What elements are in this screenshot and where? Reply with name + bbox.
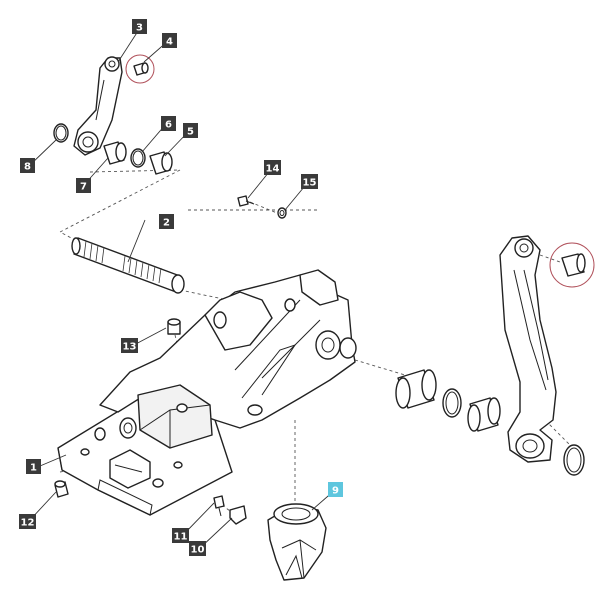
callout-6[interactable]: 6 <box>161 116 176 131</box>
lift-cover-housing <box>57 269 357 516</box>
callout-3[interactable]: 3 <box>132 19 147 34</box>
callout-7-label: 7 <box>80 182 87 193</box>
callout-8-label: 8 <box>24 162 31 173</box>
callout-8[interactable]: 8 <box>20 158 35 173</box>
bush-right-outer <box>395 369 437 409</box>
callout-4-label: 4 <box>166 37 173 48</box>
lift-arm-small <box>73 56 123 156</box>
lift-arm-large <box>499 235 557 463</box>
callout-15[interactable]: 15 <box>301 174 318 189</box>
plug-12 <box>54 480 69 498</box>
callout-9[interactable]: 9 <box>328 482 343 497</box>
callout-10-label: 10 <box>191 545 205 556</box>
callout-12[interactable]: 12 <box>19 514 36 529</box>
washer-15 <box>277 207 287 219</box>
bush-5 <box>149 151 173 175</box>
callout-1[interactable]: 1 <box>26 459 41 474</box>
seal-ring-right-1 <box>442 388 462 418</box>
callout-15-label: 15 <box>303 178 317 189</box>
callout-14[interactable]: 14 <box>264 160 281 175</box>
callout-4[interactable]: 4 <box>162 33 177 48</box>
callout-7[interactable]: 7 <box>76 178 91 193</box>
callout-2[interactable]: 2 <box>159 214 174 229</box>
bush-right-inner <box>467 397 501 432</box>
bush-7 <box>103 141 127 165</box>
callout-9-label: 9 <box>332 486 339 497</box>
bush-large <box>549 242 595 288</box>
cam-part-9 <box>267 503 327 581</box>
callout-12-label: 12 <box>21 518 35 529</box>
callout-10[interactable]: 10 <box>189 541 206 556</box>
callout-14-label: 14 <box>266 164 280 175</box>
callout-5[interactable]: 5 <box>183 123 198 138</box>
callout-6-label: 6 <box>165 120 172 131</box>
seal-ring-6 <box>130 148 146 168</box>
seal-ring-right-2 <box>563 444 585 476</box>
clip-10 <box>229 505 247 525</box>
bush-small <box>125 54 155 84</box>
callout-11[interactable]: 11 <box>172 528 189 543</box>
seal-ring-8 <box>53 123 69 143</box>
bolt-14 <box>237 195 255 207</box>
callout-5-label: 5 <box>187 127 194 138</box>
callout-3-label: 3 <box>136 23 143 34</box>
callout-11-label: 11 <box>174 532 188 543</box>
callout-13[interactable]: 13 <box>121 338 138 353</box>
callout-2-label: 2 <box>163 218 170 229</box>
callout-13-label: 13 <box>123 342 137 353</box>
screw-11 <box>213 495 225 517</box>
cross-shaft <box>71 237 185 294</box>
callout-1-label: 1 <box>30 463 37 474</box>
plug-13 <box>167 318 181 335</box>
